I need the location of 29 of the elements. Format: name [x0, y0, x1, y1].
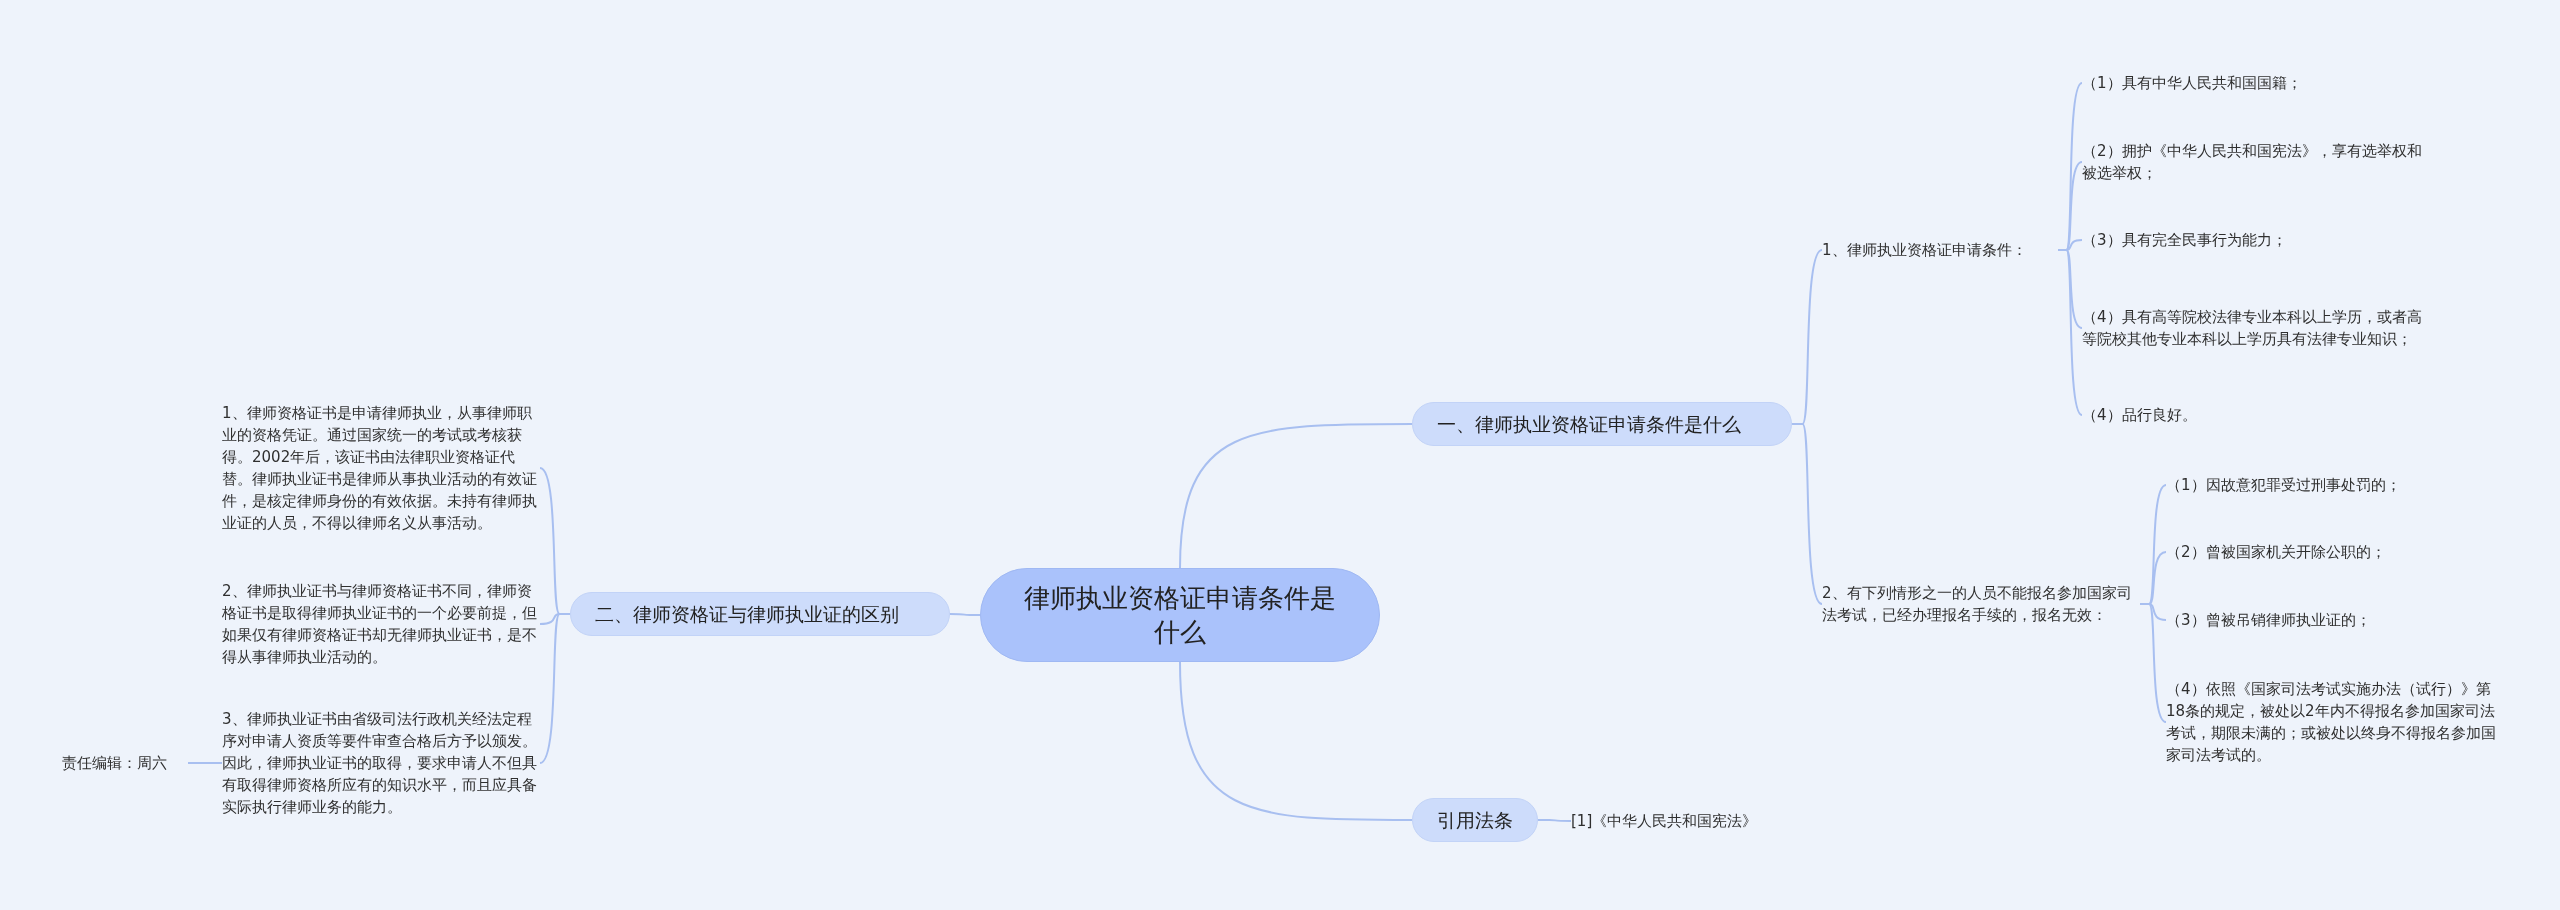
connector-line [2057, 249, 2083, 416]
connector-line [539, 613, 571, 764]
connector-line [1179, 661, 1413, 821]
topic-text: 责任编辑：周六 [62, 752, 188, 774]
topic-text: （1）因故意犯罪受过刑事处罚的； [2166, 474, 2506, 496]
connector-line [949, 613, 981, 616]
topic-text: （4）具有高等院校法律专业本科以上学历，或者高等院校其他专业本科以上学历具有法律专业知识； [2082, 306, 2422, 350]
topic-text: 1、律师执业资格证申请条件： [1822, 239, 2058, 261]
connector-line [1791, 423, 1823, 605]
connector-line [1179, 423, 1413, 569]
topic-text: 3、律师执业证书由省级司法行政机关经法定程序对申请人资质等要件审查合格后方予以颁发。因此，律师执业证书的取得，要求申请人不但具有取得律师资格所应有的知识水平，而且应具备实际执行律师业务的能力。 [222, 708, 540, 818]
connector-line [1537, 819, 1572, 822]
branch-topic: 二、律师资格证与律师执业证的区别 [570, 592, 950, 636]
topic-text: （1）具有中华人民共和国国籍； [2082, 72, 2422, 94]
topic-text: （3）曾被吊销律师执业证的； [2166, 609, 2506, 631]
topic-text: （2）拥护《中华人民共和国宪法》，享有选举权和被选举权； [2082, 140, 2422, 184]
topic-text: （2）曾被国家机关开除公职的； [2166, 541, 2506, 563]
branch-topic: 一、律师执业资格证申请条件是什么 [1412, 402, 1792, 446]
central-topic: 律师执业资格证申请条件是什么 [980, 568, 1380, 662]
topic-text: [1]《中华人民共和国宪法》 [1571, 810, 1831, 832]
topic-text: 1、律师资格证书是申请律师执业，从事律师职业的资格凭证。通过国家统一的考试或考核获得。2002年后，该证书由法律职业资格证代替。律师执业证书是律师从事执业活动的有效证件，是核定律师身份的有效依据。未持有律师执业证的人员，不得以律师名义从事活动。 [222, 402, 540, 534]
connector-line [2139, 603, 2167, 723]
topic-text: 2、有下列情形之一的人员不能报名参加国家司法考试，已经办理报名手续的，报名无效： [1822, 582, 2140, 626]
connector-line [187, 762, 223, 764]
topic-text: （3）具有完全民事行为能力； [2082, 229, 2422, 251]
topic-text: （4）品行良好。 [2082, 404, 2422, 426]
topic-text: （4）依照《国家司法考试实施办法（试行）》第18条的规定，被处以2年内不得报名参加国家司法考试，期限未满的；或被处以终身不得报名参加国家司法考试的。 [2166, 678, 2506, 766]
branch-topic: 引用法条 [1412, 798, 1538, 842]
topic-text: 2、律师执业证书与律师资格证书不同，律师资格证书是取得律师执业证书的一个必要前提，但如果仅有律师资格证书却无律师执业证书，是不得从事律师执业活动的。 [222, 580, 540, 668]
